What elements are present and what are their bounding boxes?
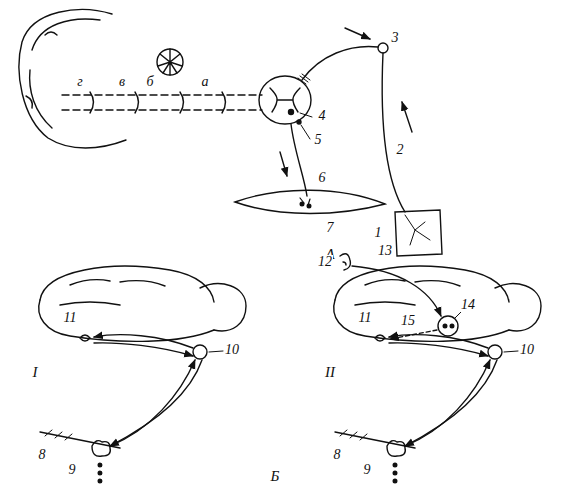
callout-number: 15 [400,314,416,328]
callout-number: 7 [326,221,335,235]
callout-number: 10 [519,343,535,357]
callout-number: 6 [318,171,327,185]
callout-number: 8 [38,448,47,462]
skin-receptor [395,210,442,256]
dog-brain-i [39,266,246,483]
callout-number: 9 [68,463,77,477]
callout-number: 8 [333,448,342,462]
cerebellum [157,49,183,75]
segment-letter: а [201,75,210,89]
callout-number: 2 [396,143,405,157]
callout-number: 11 [358,311,373,325]
callout-number: 1 [374,226,383,240]
nerve-fibers [280,28,412,212]
segment-letter: г [76,75,83,89]
brain-outline [19,10,126,148]
callout-number: 4 [318,109,327,123]
callout-number: 5 [314,133,323,147]
callout-number: 3 [391,31,400,45]
dog-brain-ii [334,266,541,483]
callout-number: 9 [363,463,372,477]
panel-label: II [324,365,336,380]
panel-label: Б [270,469,281,484]
segment-letter: в [118,75,126,89]
muscle [235,190,385,213]
callout-number: 14 [460,298,476,312]
callout-number: 11 [63,311,78,325]
spinal-cord-section [259,74,311,124]
callout-number: 10 [224,343,240,357]
auditory-path [340,254,462,339]
segment-letter: б [145,75,154,89]
panel-label: I [32,365,39,380]
pathway-segments [90,92,226,113]
callout-number: 13 [377,244,393,258]
callout-number: 12 [317,255,333,269]
